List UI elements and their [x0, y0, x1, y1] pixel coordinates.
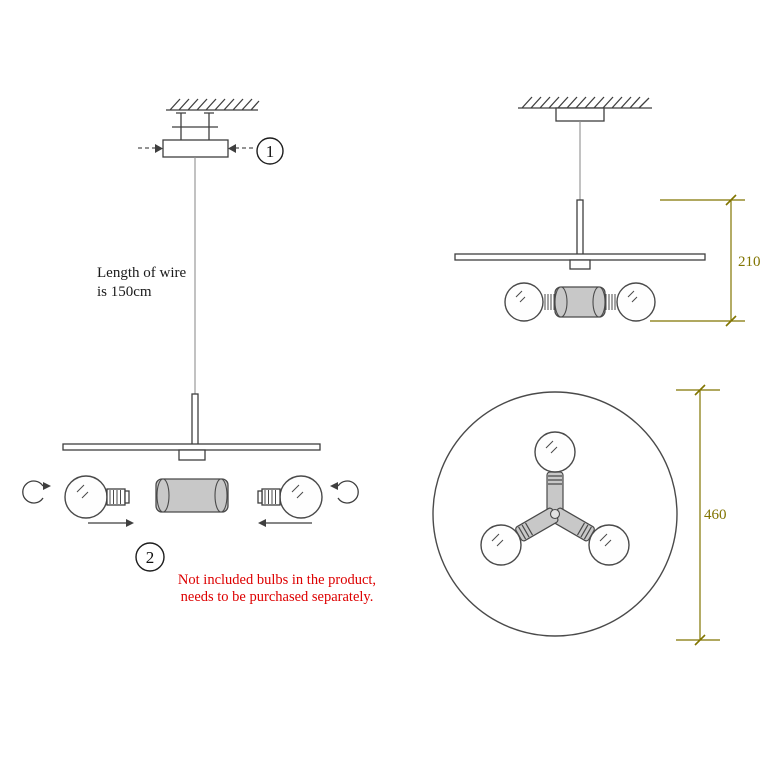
canopy-plate [162, 139, 229, 158]
hub-top-view [515, 471, 595, 542]
top-view-diagram: 460 [432, 384, 727, 646]
hub-center-hole [549, 508, 561, 520]
note-line2: needs to be purchased separately. [181, 589, 374, 605]
bulb-lower-right [588, 524, 630, 566]
insert-arrow-left [88, 519, 134, 527]
step-2-number: 2 [146, 548, 155, 567]
disc-edge-side [454, 253, 706, 261]
step-1-badge: 1 [256, 137, 284, 165]
bulb-right-side [605, 282, 656, 322]
socket-hub [155, 478, 229, 513]
dimension-210: 210 [650, 194, 761, 327]
wire-length-note: Length of wire is 150cm [97, 265, 186, 300]
canopy-assembly: 1 [138, 112, 284, 165]
mounting-screws [172, 112, 218, 140]
bulb-left-side [504, 282, 555, 322]
bulb-right-highlight [291, 484, 304, 499]
dimension-460: 460 [676, 384, 727, 646]
bulb-left-highlight [76, 484, 89, 499]
disc-edge [62, 443, 321, 451]
canopy-plate-side [555, 107, 605, 122]
wire-length-line2: is 150cm [97, 284, 152, 300]
pointer-arrow-left [155, 144, 163, 153]
step-2-badge: 2 [135, 542, 165, 572]
ceiling-hatch [166, 98, 260, 111]
bulb-top [534, 431, 576, 473]
dimension-460-label: 460 [704, 507, 727, 523]
ceiling-hatch-side [518, 96, 652, 109]
insert-arrow-right [258, 519, 312, 527]
socket-hub-side [554, 286, 606, 318]
dimension-210-label: 210 [738, 254, 761, 270]
step-1-number: 1 [266, 142, 275, 161]
bulb-lower-left [480, 524, 522, 566]
stem-rod-side [576, 199, 584, 259]
note-line1: Not included bulbs in the product, [178, 572, 376, 588]
exploded-view-diagram: 1 Length of wire is 150cm [22, 98, 376, 605]
hub-collar [178, 449, 206, 461]
hub-collar-side [569, 259, 591, 270]
bulbs-not-included-note: Not included bulbs in the product, needs… [178, 572, 376, 605]
side-view-diagram: 210 [454, 96, 761, 327]
stem-rod [191, 393, 199, 451]
bulb-left [64, 475, 130, 519]
pointer-arrow-right [228, 144, 236, 153]
wire-length-line1: Length of wire [97, 265, 186, 281]
rotate-arrow-right [330, 480, 359, 504]
bulb-right [257, 475, 323, 519]
rotate-arrow-left [22, 480, 51, 504]
